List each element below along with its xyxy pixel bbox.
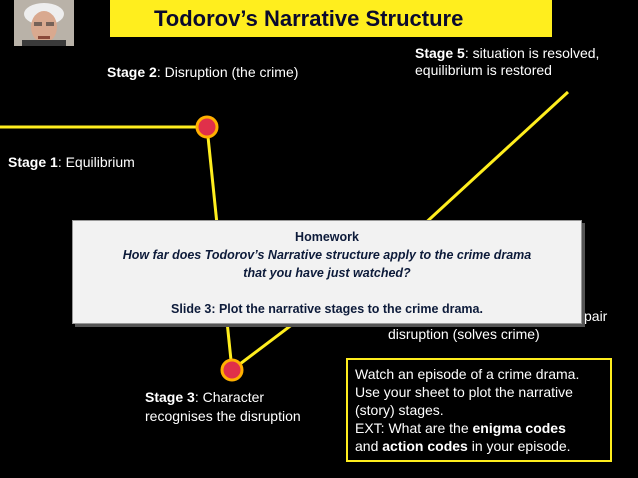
stage-3-label: Stage 3: Character recognises the disrup… [145, 389, 301, 424]
task-line-2: Use your sheet to plot the narrative [355, 384, 573, 400]
stage-4-label: disruption (solves crime) [388, 326, 540, 342]
stage-1-label: Stage 1: Equilibrium [8, 154, 135, 170]
homework-heading: Homework [295, 230, 359, 244]
stage-2-label: Stage 2: Disruption (the crime) [107, 64, 299, 80]
stage-5-label: Stage 5: situation is resolved, equilibr… [415, 45, 600, 78]
task-line-5: and action codes in your episode. [355, 438, 571, 454]
portrait-photo [14, 0, 74, 46]
task-line-1: Watch an episode of a crime drama. [355, 366, 580, 382]
stage-4-label-fragment: pair [584, 308, 608, 324]
node-stage-2 [195, 115, 219, 139]
homework-question-line2: that you have just watched? [243, 266, 411, 280]
homework-question-line1: How far does Todorov’s Narrative structu… [122, 248, 532, 262]
segment-resolution [418, 90, 570, 230]
homework-box: Homework How far does Todorov’s Narrativ… [72, 220, 582, 324]
homework-task: Slide 3: Plot the narrative stages to th… [171, 302, 483, 316]
node-stage-3 [220, 358, 244, 382]
task-line-4: EXT: What are the enigma codes [355, 420, 566, 436]
task-line-3: (story) stages. [355, 402, 444, 418]
task-box: Watch an episode of a crime drama. Use y… [346, 358, 612, 462]
page-title: Todorov’s Narrative Structure [110, 0, 552, 37]
